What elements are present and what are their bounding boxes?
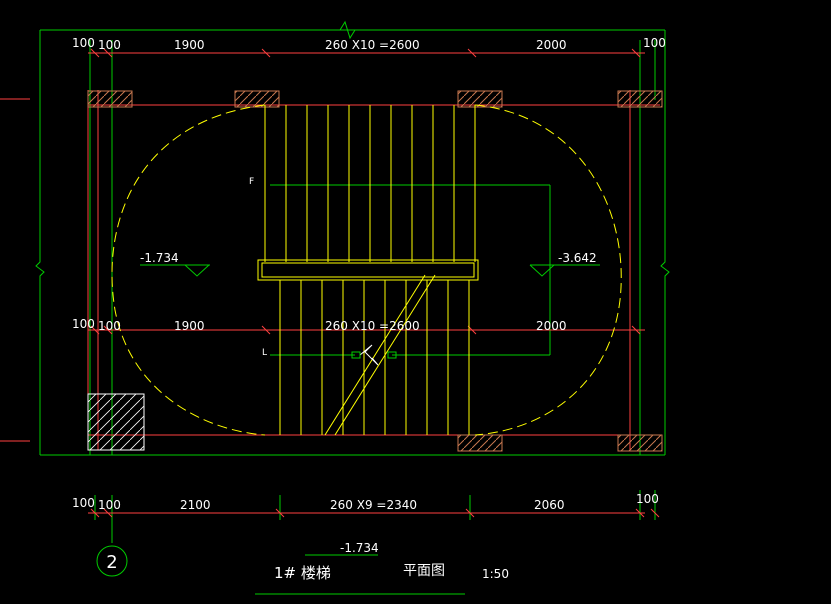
wall-column-bottom-right bbox=[617, 434, 663, 452]
dim-bottom-left-wall-outer: 100 bbox=[72, 496, 95, 510]
dim-bottom-left-wall: 100 bbox=[98, 498, 121, 512]
level-markers bbox=[140, 264, 600, 277]
dim-bottom-seg2: 260 X9 =2340 bbox=[330, 498, 417, 512]
dim-top-seg2: 260 X10 =2600 bbox=[325, 38, 420, 52]
axis-bubble bbox=[96, 545, 128, 577]
dim-top-seg1: 1900 bbox=[174, 38, 205, 52]
dim-mid-seg2: 260 X10 =2600 bbox=[325, 319, 420, 333]
handrail-landing bbox=[257, 259, 479, 281]
dim-top-left-outer: 100 bbox=[72, 36, 95, 50]
dim-top-seg3: 2000 bbox=[536, 38, 567, 52]
dim-mid-seg1: 1900 bbox=[174, 319, 205, 333]
drawing-title: 1# 楼梯 bbox=[274, 564, 331, 582]
dim-top-left-wall: 100 bbox=[98, 38, 121, 52]
wall-column-bottom-mid-right bbox=[457, 434, 503, 452]
dim-mid-left-wall: 100 bbox=[98, 319, 121, 333]
wall-column-top-mid-right bbox=[457, 90, 503, 108]
stair-flight bbox=[111, 104, 622, 436]
dim-bottom-seg3: 2060 bbox=[534, 498, 565, 512]
title-level: -1.734 bbox=[340, 541, 379, 555]
lower-flight-treads bbox=[279, 280, 470, 435]
axis-label: 2 bbox=[106, 552, 117, 573]
dim-mid-left-wall-outer: 100 bbox=[72, 317, 95, 331]
stair-up-label: F bbox=[249, 177, 254, 187]
wall-column-top-mid-left bbox=[234, 90, 280, 108]
level-left: -1.734 bbox=[140, 251, 179, 265]
stair-down-label: L bbox=[262, 348, 267, 358]
dim-bottom-seg1: 2100 bbox=[180, 498, 211, 512]
dim-top-right-wall: 100 bbox=[643, 36, 666, 50]
dim-bottom-right-wall: 100 bbox=[636, 492, 659, 506]
landing-outline bbox=[111, 104, 622, 436]
upper-flight-treads bbox=[264, 105, 476, 262]
extension-lines bbox=[35, 20, 670, 595]
dim-mid-seg3: 2000 bbox=[536, 319, 567, 333]
wall-column-bottom-left bbox=[87, 393, 145, 451]
drawing-subtitle: 平面图 bbox=[403, 563, 445, 579]
wall-column-top-right bbox=[617, 90, 663, 108]
drawing-scale: 1:50 bbox=[482, 567, 509, 581]
wall-columns bbox=[87, 90, 663, 452]
level-right: -3.642 bbox=[558, 251, 597, 265]
wall-column-top-left bbox=[87, 90, 133, 108]
